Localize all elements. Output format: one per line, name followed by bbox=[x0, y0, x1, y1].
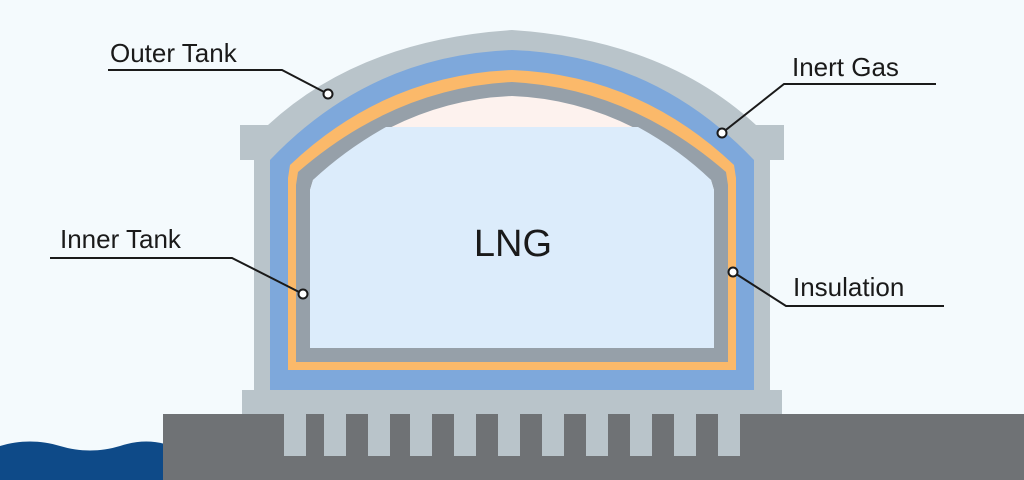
lng-label: LNG bbox=[474, 223, 552, 265]
pillar bbox=[410, 414, 432, 456]
outer-tank-leader bbox=[108, 69, 329, 95]
inert-gas-leader bbox=[721, 83, 936, 134]
pillar bbox=[368, 414, 390, 456]
pillar bbox=[498, 414, 520, 456]
inner-tank-dot bbox=[297, 288, 309, 300]
inert-gas-dot bbox=[716, 127, 728, 139]
pillar bbox=[542, 414, 564, 456]
callout-inert-gas: Inert Gas bbox=[716, 52, 936, 139]
outer-tank-label: Outer Tank bbox=[110, 38, 238, 68]
pillar bbox=[718, 414, 740, 456]
insulation-leader bbox=[732, 271, 944, 307]
pillar bbox=[324, 414, 346, 456]
outer-tank-dot bbox=[322, 88, 334, 100]
pillar bbox=[284, 414, 306, 456]
inner-tank-leader bbox=[50, 257, 304, 295]
lng-liquid bbox=[310, 127, 714, 348]
support-pillars bbox=[284, 414, 740, 456]
callout-inner-tank: Inner Tank bbox=[50, 224, 309, 300]
water bbox=[0, 441, 165, 480]
pillar bbox=[630, 414, 652, 456]
pillar bbox=[454, 414, 476, 456]
pillar bbox=[586, 414, 608, 456]
callout-insulation: Insulation bbox=[727, 266, 944, 307]
insulation-dot bbox=[727, 266, 739, 278]
insulation-label: Insulation bbox=[793, 272, 904, 302]
callout-outer-tank: Outer Tank bbox=[108, 38, 334, 100]
inert-gas-label: Inert Gas bbox=[792, 52, 899, 82]
pillar bbox=[674, 414, 696, 456]
inner-tank-label: Inner Tank bbox=[60, 224, 182, 254]
